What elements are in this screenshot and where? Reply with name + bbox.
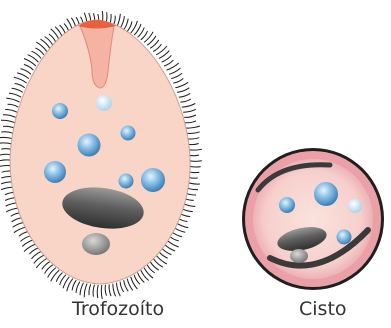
cilium	[127, 21, 132, 31]
food-vacuole	[121, 126, 136, 141]
trophozoite-label: Trofozoíto	[72, 298, 164, 320]
cilium	[72, 280, 76, 290]
cilium	[188, 149, 202, 150]
cilium	[24, 65, 34, 71]
cilium	[21, 236, 32, 242]
cilium	[5, 109, 17, 112]
trophozoite	[0, 11, 202, 299]
cilium	[180, 99, 191, 102]
cilium	[76, 282, 80, 293]
cilium	[117, 283, 121, 297]
cilium	[177, 88, 189, 93]
cilium	[1, 132, 13, 134]
cyst-vacuole	[348, 199, 362, 213]
cilium	[182, 104, 196, 108]
cilium	[120, 282, 124, 292]
food-vacuole	[78, 134, 101, 157]
cilium	[183, 109, 196, 112]
cilium	[173, 79, 183, 84]
cyst-vacuole	[337, 230, 352, 245]
cilium	[8, 104, 19, 107]
cilium	[14, 227, 27, 233]
food-vacuole	[44, 161, 66, 183]
cilium	[147, 36, 156, 45]
cilium	[6, 98, 19, 102]
cilium	[188, 144, 199, 145]
food-vacuole	[52, 103, 68, 119]
cilium	[164, 60, 173, 66]
cilium	[21, 69, 32, 75]
cilium	[109, 284, 111, 296]
cilium	[36, 259, 47, 268]
cilium	[89, 284, 91, 295]
cilium	[1, 120, 15, 122]
cilium	[141, 270, 149, 280]
cilium	[84, 284, 87, 298]
cilium	[171, 73, 182, 78]
cilium	[187, 132, 200, 134]
cilium	[3, 126, 14, 128]
food-vacuole	[141, 168, 165, 192]
cyst-micronucleus	[290, 249, 308, 263]
cilium	[167, 240, 179, 247]
cilium	[131, 277, 138, 289]
cilium	[105, 285, 106, 296]
cilium	[17, 73, 29, 79]
cilium	[0, 143, 12, 144]
cilium	[14, 77, 27, 83]
cilium	[169, 68, 180, 74]
food-vacuole	[96, 95, 112, 111]
cilium	[185, 121, 196, 123]
micronucleus	[82, 233, 110, 255]
cilium	[80, 283, 84, 296]
cyst-vacuole	[314, 182, 338, 206]
cyst-label: Cisto	[299, 298, 347, 320]
cilium	[184, 115, 196, 117]
cilium	[101, 285, 102, 299]
cilium	[36, 42, 47, 51]
cyst-vacuole	[279, 197, 295, 213]
cilium	[186, 126, 200, 128]
cilium	[179, 93, 190, 97]
cilium	[48, 268, 56, 278]
cilium	[175, 82, 188, 87]
cilium	[187, 138, 199, 139]
cilium	[124, 280, 129, 291]
food-vacuole	[119, 174, 134, 189]
cilium	[97, 285, 98, 298]
cilium	[93, 285, 94, 297]
cilium	[9, 93, 21, 97]
cilium	[15, 84, 25, 88]
cilium	[153, 259, 163, 268]
cilium	[120, 16, 124, 28]
cilium	[124, 19, 129, 30]
cilium	[41, 39, 50, 48]
cyst	[242, 148, 384, 290]
cilium	[113, 284, 116, 297]
cilium	[12, 88, 23, 92]
cilium	[3, 115, 16, 118]
cilium	[0, 137, 13, 138]
cilium	[156, 46, 167, 55]
